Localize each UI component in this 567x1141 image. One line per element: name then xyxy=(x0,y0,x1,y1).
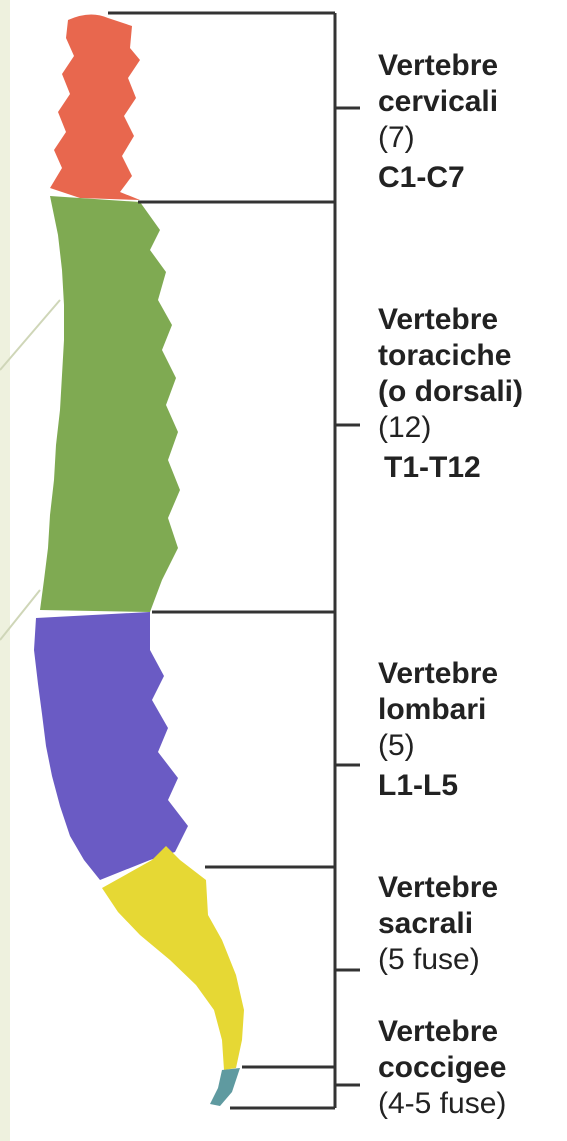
cervical-vertebrae xyxy=(50,14,140,200)
label-sacral-title-2: sacrali xyxy=(378,906,498,942)
label-lumbar-range: L1-L5 xyxy=(378,768,498,804)
label-thoracic-title-2: toraciche xyxy=(378,338,523,374)
label-coccygeal-title-1: Vertebre xyxy=(378,1014,506,1050)
label-thoracic: Vertebre toraciche (o dorsali) (12) T1-T… xyxy=(378,302,523,486)
label-lumbar-title-2: lombari xyxy=(378,692,498,728)
label-thoracic-range: T1-T12 xyxy=(384,450,523,486)
label-thoracic-title-3: (o dorsali) xyxy=(378,374,523,410)
lumbar-region-shape xyxy=(34,612,188,880)
thoracic-vertebrae xyxy=(40,196,180,612)
label-coccygeal-title-2: coccigee xyxy=(378,1050,506,1086)
label-cervical-title-1: Vertebre xyxy=(378,48,498,84)
label-coccygeal: Vertebre coccigee (4-5 fuse) xyxy=(378,1014,506,1122)
label-coccygeal-count: (4-5 fuse) xyxy=(378,1086,506,1122)
sacral-vertebrae xyxy=(102,846,244,1070)
sacral-region-shape xyxy=(102,846,244,1070)
label-sacral-title-1: Vertebre xyxy=(378,870,498,906)
label-cervical-range: C1-C7 xyxy=(378,160,498,196)
label-cervical: Vertebre cervicali (7) C1-C7 xyxy=(378,48,498,196)
label-cervical-count: (7) xyxy=(378,120,498,156)
lumbar-vertebrae xyxy=(34,612,188,880)
label-cervical-title-2: cervicali xyxy=(378,84,498,120)
label-lumbar-title-1: Vertebre xyxy=(378,656,498,692)
label-lumbar-count: (5) xyxy=(378,728,498,764)
label-thoracic-count: (12) xyxy=(378,410,523,446)
label-sacral-count: (5 fuse) xyxy=(378,942,498,978)
label-sacral: Vertebre sacrali (5 fuse) xyxy=(378,870,498,978)
label-lumbar: Vertebre lombari (5) L1-L5 xyxy=(378,656,498,804)
cervical-region-shape xyxy=(50,14,140,200)
thoracic-region-shape xyxy=(40,196,180,612)
coccygeal-vertebrae xyxy=(210,1068,240,1106)
label-thoracic-title-1: Vertebre xyxy=(378,302,523,338)
coccygeal-region-shape xyxy=(210,1068,240,1106)
